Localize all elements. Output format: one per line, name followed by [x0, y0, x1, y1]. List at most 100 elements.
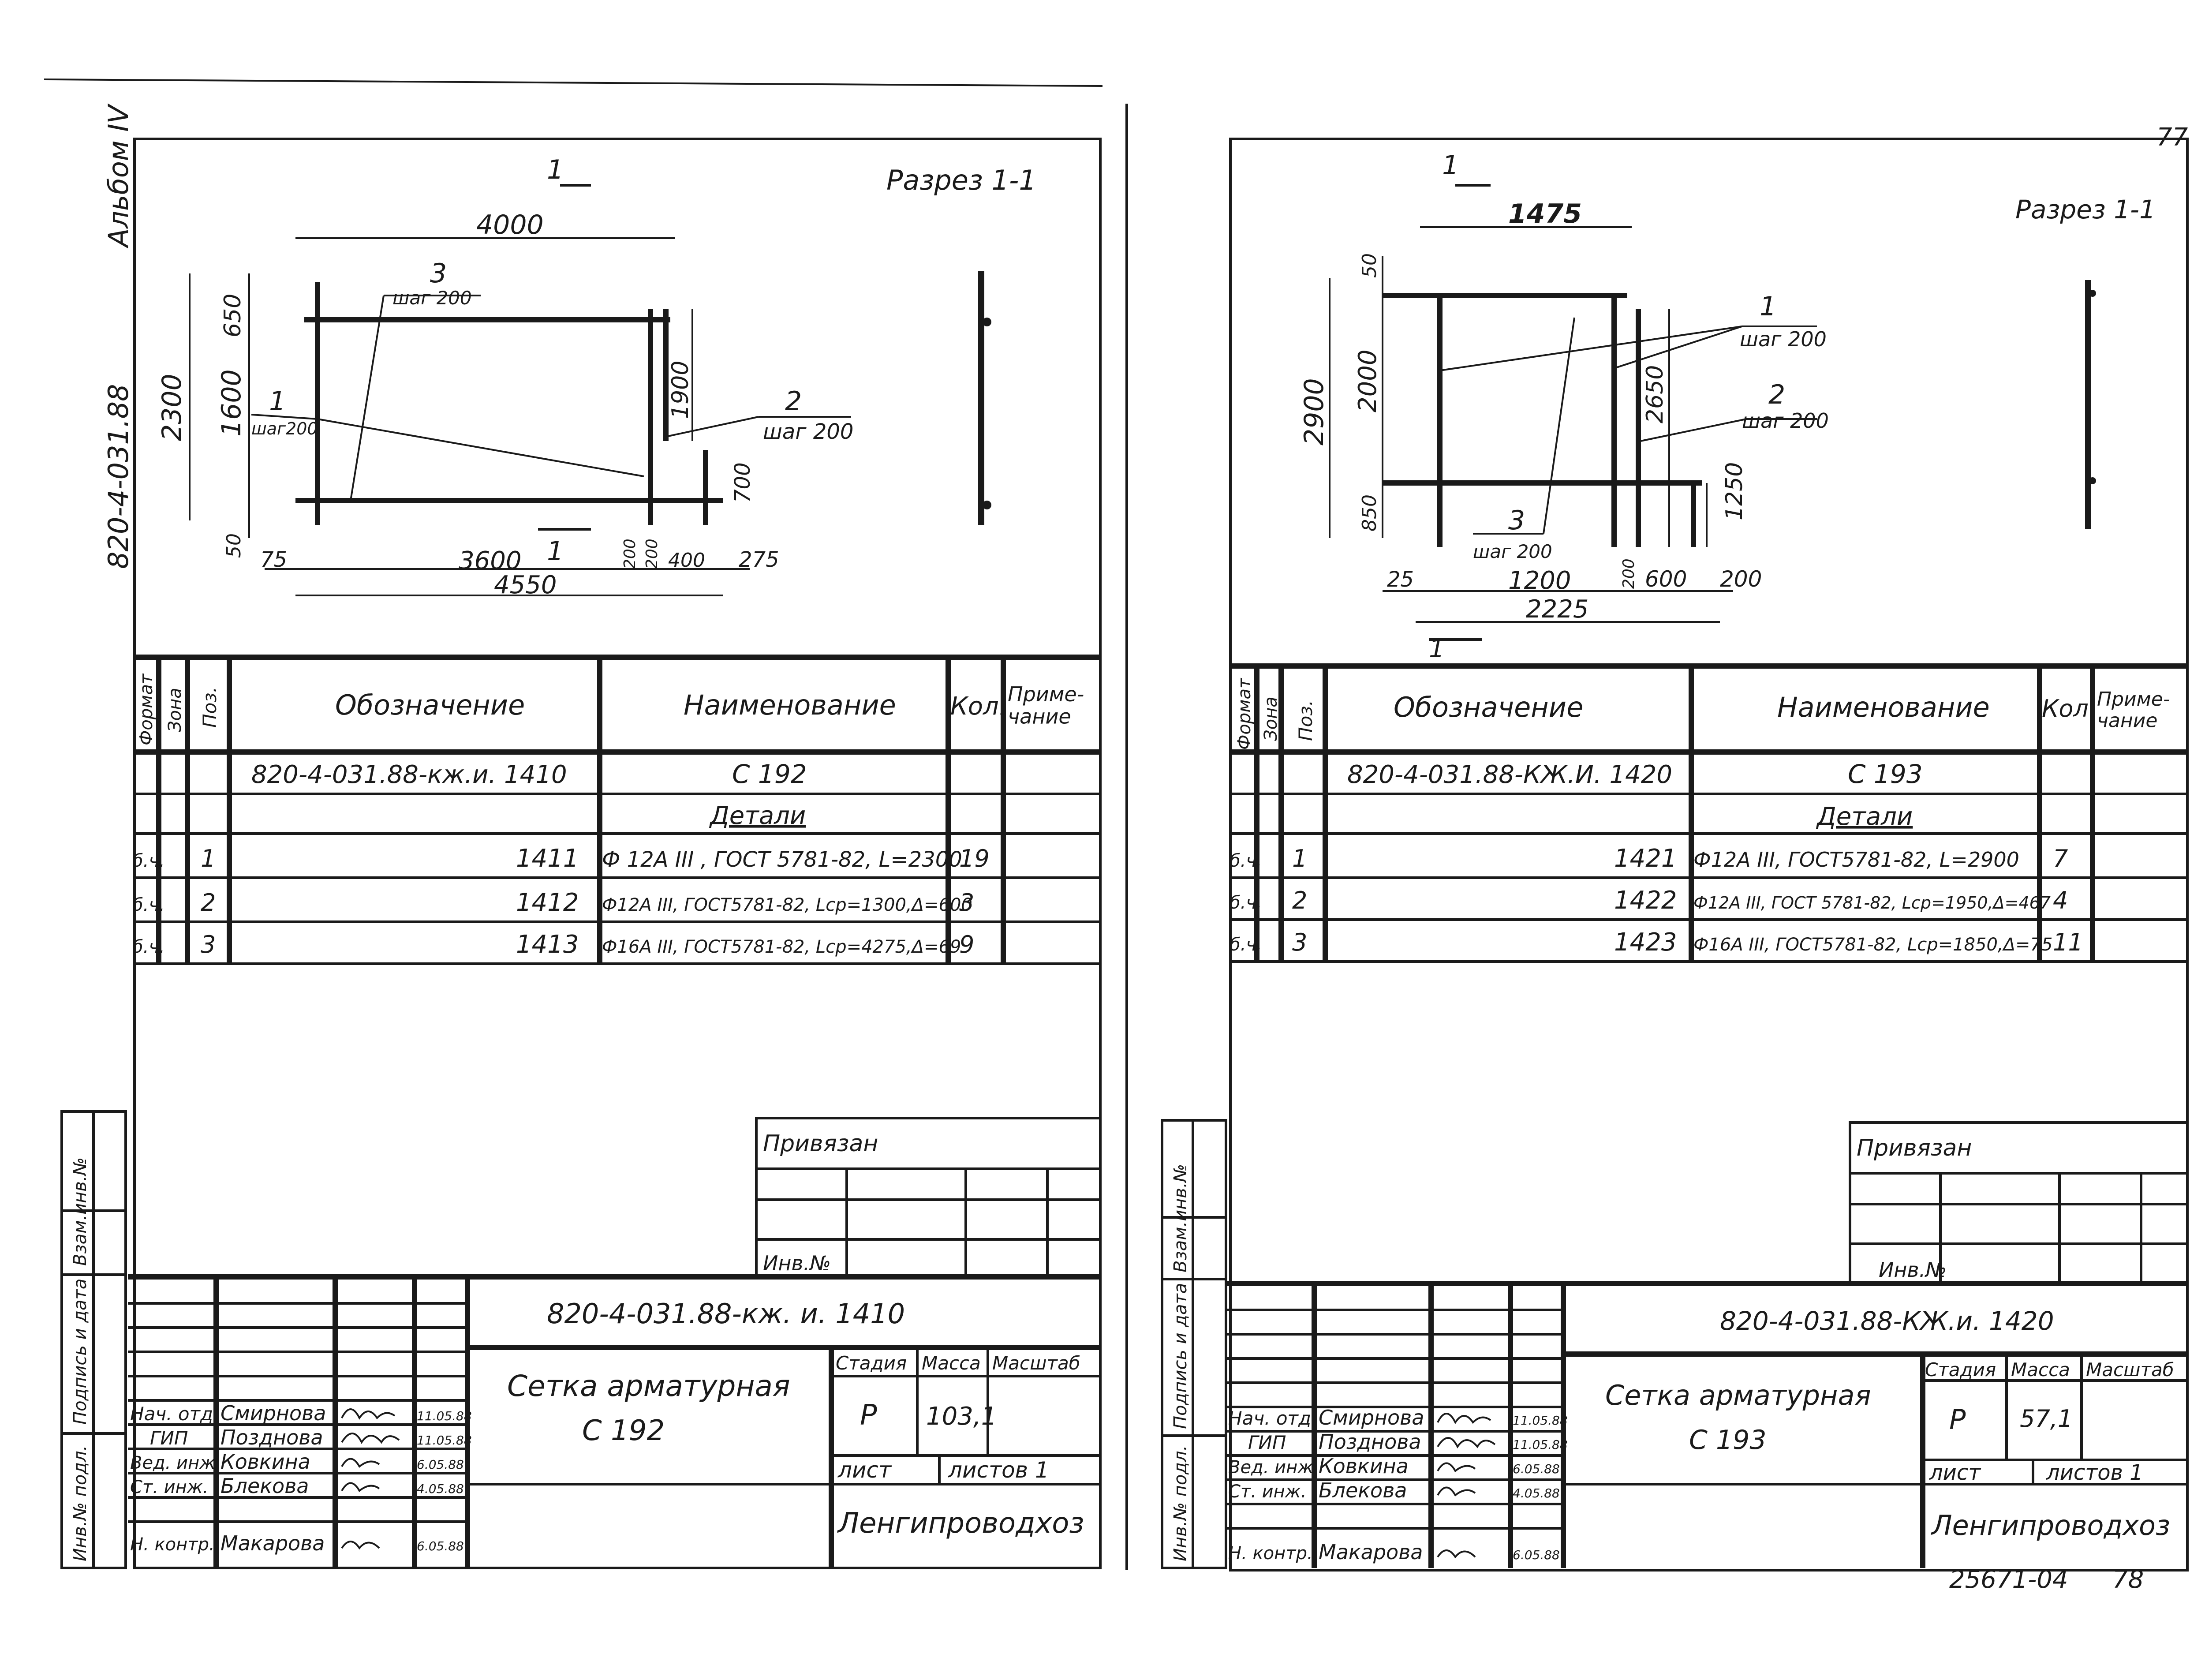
- row-1-pos: 1: [201, 845, 216, 872]
- right-sheet: 77 Разрез 1-1 1 шаг 200 2 шаг 200 3 ш: [1161, 123, 2189, 1594]
- callout-2-num: 2: [785, 386, 802, 417]
- side-label-sign: Подпись и дата: [1170, 1283, 1191, 1429]
- row-3-format: б.ч.: [132, 937, 165, 957]
- left-section-drawing: Разрез 1-1 3 шаг 200 1 шаг200 2 шаг: [157, 154, 1036, 599]
- inv-no-label: Инв.№: [1879, 1258, 1947, 1282]
- section-title: Разрез 1-1: [2015, 195, 2156, 224]
- leader-1: [1439, 326, 1742, 371]
- stamp-title: Сетка арматурная: [507, 1369, 790, 1403]
- stamp-code: 820-4-031.88-КЖ.и. 1420: [1720, 1306, 2054, 1336]
- dim-bot-1: 75: [260, 547, 287, 572]
- row-1-qty: 19: [959, 845, 990, 872]
- person-role: Ст. инж.: [130, 1477, 209, 1497]
- leader-2: [1640, 418, 1747, 442]
- callout-3-num: 3: [430, 258, 447, 289]
- doc-designation: 820-4-031.88-кж.и. 1410: [251, 760, 567, 789]
- side-view-dot: [2089, 290, 2096, 297]
- leader-1b: [1614, 326, 1742, 369]
- person-name: Смирнова: [1319, 1406, 1424, 1429]
- person-name: Позднова: [220, 1426, 323, 1449]
- stage-value: Р: [860, 1399, 877, 1432]
- leader-2: [665, 416, 759, 438]
- right-binding-block: Привязан Инв.№: [1849, 1121, 2189, 1285]
- callout-1-num: 1: [269, 386, 286, 417]
- header-designation: Обозначение: [335, 689, 525, 721]
- row-3-designation: 1413: [516, 930, 579, 959]
- signature: [341, 1458, 380, 1468]
- right-title-block: 820-4-031.88-КЖ.и. 1420 Сетка арматурная…: [1226, 1281, 2187, 1568]
- row-3-pos: 3: [1292, 928, 1307, 956]
- dim-bot-3: 200: [1620, 558, 1638, 589]
- mass-value: 57,1: [2020, 1405, 2073, 1433]
- person-role: Н. контр.: [1228, 1543, 1313, 1564]
- scale-label: Масштаб: [992, 1352, 1080, 1374]
- side-label-replace: Взам.инв.№: [70, 1157, 90, 1266]
- row-2-designation: 1412: [516, 888, 579, 917]
- header-designation: Обозначение: [1394, 691, 1583, 723]
- section-mark-bottom: 1: [1429, 635, 1445, 663]
- dim-bot-4: 600: [1645, 566, 1687, 592]
- header-note: Приме-чание: [1008, 682, 1084, 729]
- details-title: Детали: [709, 801, 806, 830]
- row-3-name: Ф16А III, ГОСТ5781-82, Lср=1850,Δ=75: [1693, 935, 2052, 955]
- sheets-count-label: листов 1: [948, 1457, 1049, 1483]
- header-format: Формат: [136, 673, 157, 745]
- callout-1-num: 1: [1760, 291, 1776, 322]
- person-role: ГИП: [1248, 1432, 1286, 1453]
- left-spec-table: Формат Зона Поз. Обозначение Наименовани…: [132, 655, 1100, 965]
- sheet-number: 77: [2156, 123, 2188, 152]
- person-role: Ст. инж.: [1228, 1482, 1307, 1502]
- right-section-drawing: Разрез 1-1 1 шаг 200 2 шаг 200 3 шаг 200: [1299, 150, 2156, 663]
- stamp-product: С 193: [1689, 1425, 1767, 1456]
- dim-left-a: 50: [1358, 253, 1381, 278]
- section-title: Разрез 1-1: [886, 164, 1036, 196]
- person-role: Вед. инж.: [130, 1453, 221, 1473]
- row-3-format: б.ч.: [1230, 935, 1262, 955]
- dim-bot-total: 4550: [494, 571, 557, 599]
- dim-right-a: 1900: [667, 361, 694, 419]
- side-label-inv: Инв.№ подл.: [70, 1445, 90, 1561]
- leader-1-shelf: [251, 414, 318, 420]
- person-name: Смирнова: [220, 1401, 326, 1425]
- dim-bot-5: 275: [739, 547, 779, 572]
- row-2-name: Ф12А III, ГОСТ5781-82, Lср=1300,Δ=600: [602, 895, 972, 915]
- stamp-code: 820-4-031.88-кж. и. 1410: [547, 1298, 905, 1330]
- callout-2-step: шаг 200: [763, 419, 853, 444]
- right-side-stamp: Инв.№ подл. Подпись и дата Взам.инв.№: [1161, 1119, 1227, 1569]
- row-1-name: Ф 12А III , ГОСТ 5781-82, L=2300: [602, 847, 962, 872]
- person-date: 4.05.88: [1513, 1486, 1560, 1500]
- stamp-product: С 192: [582, 1414, 665, 1447]
- left-title-block: 820-4-031.88-кж. и. 1410 Сетка арматурна…: [128, 1274, 1100, 1568]
- dim-bot-4: 400: [668, 549, 705, 572]
- mass-value: 103,1: [926, 1402, 997, 1431]
- left-frame: [133, 138, 1102, 1569]
- signature: [1437, 1462, 1476, 1473]
- signature: [341, 1408, 396, 1420]
- dim-right-a: 2650: [1642, 365, 1668, 423]
- dim-bot-2: 3600: [459, 546, 522, 575]
- leader-1: [317, 418, 644, 477]
- dim-bot-total: 2225: [1526, 595, 1589, 624]
- row-1-format: б.ч.: [132, 851, 165, 871]
- inv-no-label: Инв.№: [763, 1251, 831, 1275]
- person-date: 6.05.88: [1513, 1462, 1560, 1476]
- dim-left-a: 650: [220, 294, 246, 337]
- row-2-pos: 2: [201, 889, 216, 917]
- sheets-count-label: листов 1: [2046, 1460, 2143, 1485]
- header-zone: Зона: [165, 688, 185, 732]
- stamp-title: Сетка арматурная: [1605, 1379, 1871, 1411]
- archive-number: 25671-04: [1949, 1565, 2068, 1594]
- person-name: Ковкина: [1319, 1454, 1409, 1478]
- row-2-qty: 4: [2053, 887, 2068, 914]
- row-2-name: Ф12А III, ГОСТ 5781-82, Lср=1950,Δ=467: [1693, 893, 2051, 913]
- leader-3: [1543, 317, 1575, 534]
- dim-right-b: 1250: [1721, 462, 1748, 520]
- dim-left-total: 2900: [1299, 378, 1330, 445]
- section-mark-top: 1: [1442, 150, 1459, 181]
- row-1-designation: 1421: [1614, 844, 1677, 873]
- product-name: С 193: [1848, 759, 1923, 789]
- person-role: Нач. отд.: [130, 1403, 219, 1425]
- right-spec-table: Формат Зона Поз. Обозначение Наименовани…: [1230, 663, 2187, 963]
- leader-3: [350, 295, 385, 501]
- dim-right-b: 700: [730, 462, 755, 503]
